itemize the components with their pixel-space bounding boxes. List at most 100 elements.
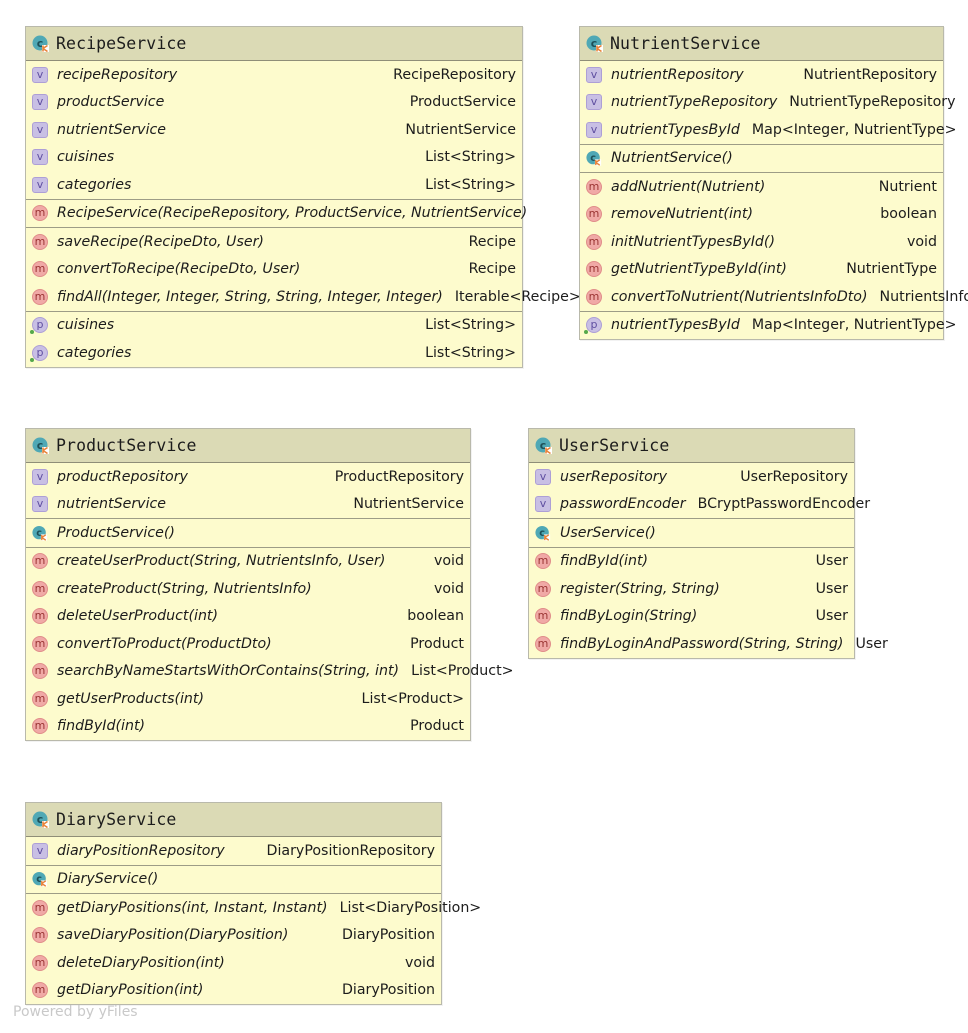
field-icon: v <box>586 66 602 83</box>
method-icon: m <box>535 608 551 625</box>
class-name: DiaryService <box>56 810 177 829</box>
member-name: searchByNameStartsWithOrContains(String,… <box>57 663 400 680</box>
member-type: ProductService <box>409 94 516 111</box>
member-name: getNutrientTypeById(int) <box>611 261 787 278</box>
property-dot-icon <box>584 330 588 335</box>
svg-text:c: c <box>539 528 545 539</box>
member-type: NutrientType <box>846 261 937 278</box>
member-name: cuisines <box>57 149 115 166</box>
member-type: NutrientService <box>353 496 464 513</box>
member-name: NutrientService() <box>611 150 733 167</box>
member-name: createProduct(String, NutrientsInfo) <box>57 580 312 597</box>
method-icon: m <box>32 608 48 625</box>
member-name: findById(int) <box>560 553 649 570</box>
field-icon: v <box>586 121 602 138</box>
member-name: nutrientTypeRepository <box>611 94 778 111</box>
class-header[interactable]: c NutrientService <box>580 27 943 61</box>
field-icon: v <box>32 121 48 138</box>
method-icon: m <box>32 663 48 680</box>
method-icon: m <box>586 178 602 195</box>
member-type: Iterable<Recipe> <box>454 288 581 305</box>
svg-text:c: c <box>591 37 598 50</box>
class-name: UserService <box>559 436 670 455</box>
member-type: BCryptPasswordEncoder <box>697 496 871 513</box>
method-icon: m <box>32 982 48 999</box>
member-name: removeNutrient(int) <box>611 206 753 223</box>
field-icon: v <box>586 94 602 111</box>
method-row-search-by-name-starts-with-or-contains[interactable]: m searchByNameStartsWithOrContains(String… <box>26 658 514 686</box>
member-name: passwordEncoder <box>560 496 686 513</box>
field-icon: v <box>535 468 551 485</box>
method-icon: m <box>32 927 48 944</box>
member-name: categories <box>57 176 132 193</box>
member-name: ProductService() <box>57 524 175 541</box>
field-icon: v <box>32 468 48 485</box>
member-name: RecipeService(RecipeRepository, ProductS… <box>57 205 528 222</box>
member-type: User <box>855 635 888 652</box>
method-row-delete-user-product[interactable]: m deleteUserProduct(int) boolean <box>26 603 470 631</box>
member-type: void <box>906 233 937 250</box>
member-type: NutrientsInfo <box>879 288 968 305</box>
member-type: ProductRepository <box>334 468 464 485</box>
class-name: NutrientService <box>610 34 761 53</box>
svg-text:c: c <box>37 439 44 452</box>
member-type: boolean <box>407 608 464 625</box>
member-name: deleteUserProduct(int) <box>57 608 219 625</box>
property-dot-icon <box>30 357 34 362</box>
member-name: convertToRecipe(RecipeDto, User) <box>57 261 301 278</box>
